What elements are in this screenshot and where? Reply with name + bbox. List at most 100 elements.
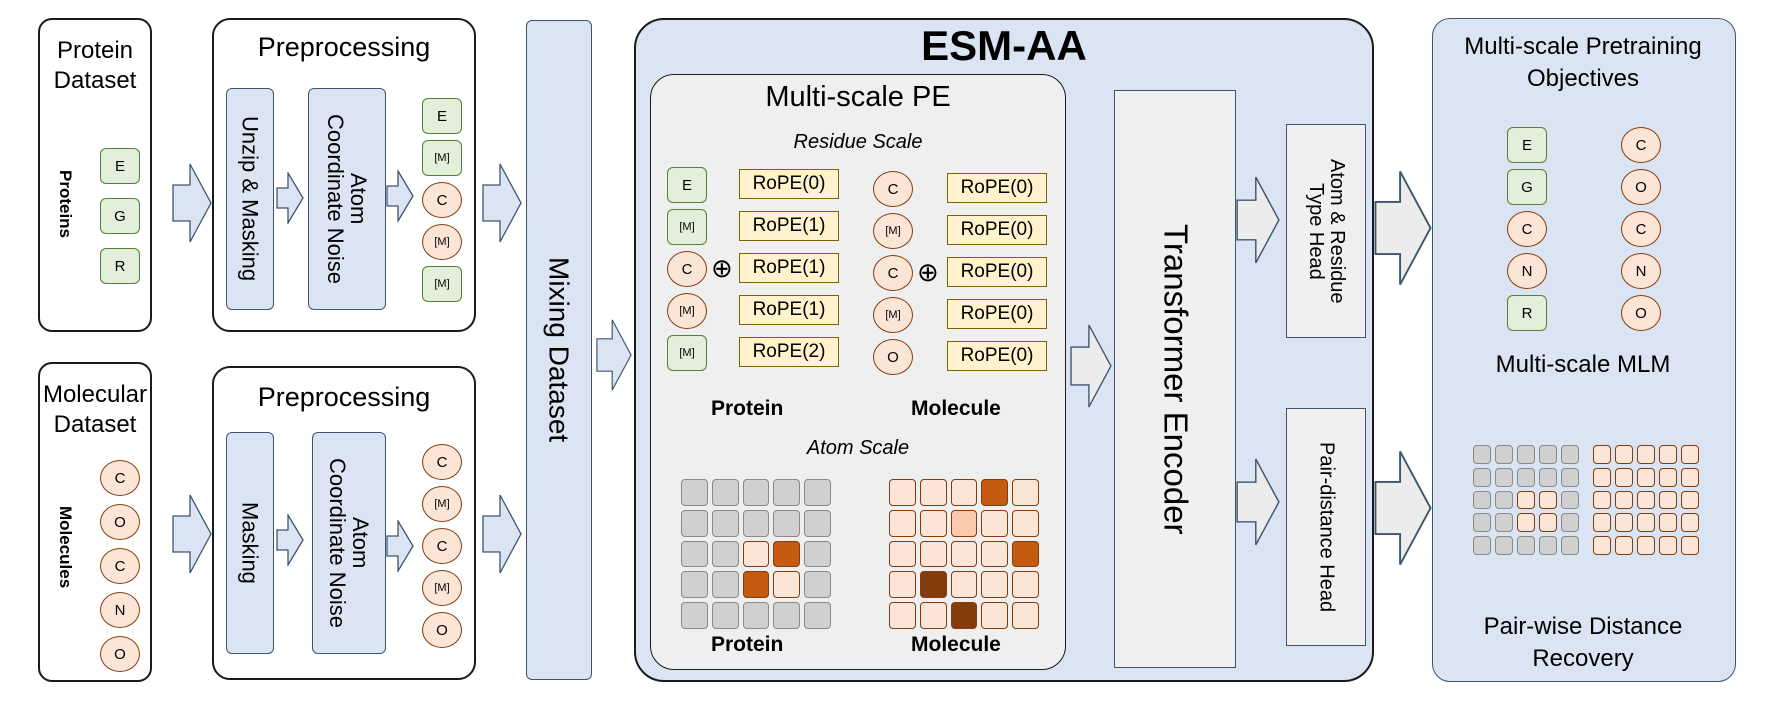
grid-cell bbox=[981, 571, 1009, 599]
grid-cell bbox=[1681, 536, 1699, 555]
grid-cell bbox=[981, 509, 1009, 537]
grid-cell bbox=[1495, 445, 1513, 464]
mlm-token: G bbox=[1507, 169, 1547, 205]
grid-cell bbox=[981, 602, 1009, 629]
grid-cell bbox=[1615, 445, 1633, 464]
atom-grid-protein bbox=[681, 479, 831, 629]
objective-grid-protein bbox=[1473, 445, 1579, 555]
dataset-token: C bbox=[100, 460, 140, 496]
grid-cell bbox=[711, 540, 739, 568]
rope-box: RoPE(0) bbox=[947, 299, 1047, 329]
grid-cell bbox=[1681, 513, 1699, 533]
grid-cell bbox=[1593, 513, 1611, 533]
grid-cell bbox=[889, 509, 916, 537]
grid-cell bbox=[1495, 467, 1513, 487]
grid-cell bbox=[950, 479, 978, 506]
grid-cell bbox=[1473, 513, 1491, 533]
grid-cell bbox=[889, 602, 916, 629]
preprocessed-token: [M] bbox=[422, 486, 462, 522]
mlm-token: N bbox=[1507, 253, 1547, 289]
atom-coordinate-noise-label-molecule: Atom Coordinate Noise bbox=[325, 458, 374, 628]
proteins-side-label: Proteins bbox=[55, 170, 75, 239]
grid-cell bbox=[742, 602, 770, 629]
grid-cell bbox=[1539, 536, 1557, 555]
grid-cell bbox=[1637, 490, 1655, 510]
molecular-dataset-title-line1: Molecular bbox=[42, 381, 148, 408]
esm-aa-panel: ESM-AA Multi-scale PE Residue Scale E [M… bbox=[634, 18, 1374, 682]
residue-token: [M] bbox=[873, 213, 913, 249]
grid-cell bbox=[1561, 490, 1579, 510]
grid-cell bbox=[1615, 536, 1633, 555]
dataset-token: C bbox=[100, 548, 140, 584]
rope-box: RoPE(1) bbox=[739, 253, 839, 283]
atom-label: Atom bbox=[348, 517, 374, 569]
grid-cell bbox=[804, 479, 831, 506]
grid-cell bbox=[742, 479, 770, 506]
grid-cell bbox=[681, 540, 708, 568]
grid-cell bbox=[1517, 490, 1535, 510]
grid-cell bbox=[1561, 513, 1579, 533]
grid-cell bbox=[1561, 445, 1579, 464]
molecular-dataset-title: Molecular Dataset bbox=[40, 380, 150, 440]
grid-cell bbox=[1615, 513, 1633, 533]
rope-box: RoPE(0) bbox=[947, 173, 1047, 203]
distance-line1: Pair-wise Distance bbox=[1483, 613, 1683, 640]
preprocessing-protein-title: Preprocessing bbox=[257, 32, 431, 62]
grid-cell bbox=[1495, 536, 1513, 555]
transformer-encoder-box: Transformer Encoder bbox=[1114, 90, 1236, 668]
grid-cell bbox=[1615, 490, 1633, 510]
grid-cell bbox=[1495, 513, 1513, 533]
grid-cell bbox=[950, 602, 978, 629]
protein-dataset-panel: Protein Dataset Proteins E G R bbox=[38, 18, 152, 332]
residue-token: C bbox=[873, 255, 913, 291]
multi-scale-pe-title: Multi-scale PE bbox=[765, 81, 951, 113]
preprocessed-token: [M] bbox=[422, 140, 462, 176]
grid-cell bbox=[711, 602, 739, 629]
grid-cell bbox=[1539, 513, 1557, 533]
grid-cell bbox=[1593, 467, 1611, 487]
molecular-dataset-title-line2: Dataset bbox=[53, 411, 137, 438]
grid-cell bbox=[773, 479, 801, 506]
grid-cell bbox=[681, 509, 708, 537]
grid-cell bbox=[950, 540, 978, 568]
grid-cell bbox=[1561, 536, 1579, 555]
atom-protein-label: Protein bbox=[711, 633, 784, 656]
arrow-icon bbox=[482, 163, 522, 243]
grid-cell bbox=[773, 571, 801, 599]
mixing-dataset-box: Mixing Dataset bbox=[526, 20, 592, 680]
preprocessed-token: C bbox=[422, 182, 462, 218]
multi-scale-pe-panel: Multi-scale PE Residue Scale E [M] C [M]… bbox=[650, 74, 1066, 670]
grid-cell bbox=[1637, 513, 1655, 533]
rope-box: RoPE(1) bbox=[739, 211, 839, 241]
grid-cell bbox=[1473, 536, 1491, 555]
grid-cell bbox=[1681, 490, 1699, 510]
residue-protein-label: Protein bbox=[711, 397, 784, 420]
atom-grid-molecule bbox=[889, 479, 1039, 629]
atom-coordinate-noise-box-molecule: Atom Coordinate Noise bbox=[312, 432, 386, 654]
grid-cell bbox=[1517, 536, 1535, 555]
grid-cell bbox=[1681, 467, 1699, 487]
grid-cell bbox=[681, 571, 708, 599]
arrow-icon bbox=[1374, 170, 1432, 286]
preprocessing-protein-panel: Preprocessing Unzip & Masking Atom Coord… bbox=[212, 18, 476, 332]
grid-cell bbox=[950, 509, 978, 537]
rope-box: RoPE(1) bbox=[739, 295, 839, 325]
pair-distance-head-label: Pair-distance Head bbox=[1315, 441, 1338, 613]
grid-cell bbox=[1012, 509, 1039, 537]
grid-cell bbox=[773, 602, 801, 629]
atom-coordinate-noise-label: Atom Coordinate Noise bbox=[323, 114, 371, 284]
grid-cell bbox=[742, 509, 770, 537]
rope-box: RoPE(0) bbox=[947, 215, 1047, 245]
grid-cell bbox=[1539, 467, 1557, 487]
objectives-title-line1: Multi-scale Pretraining bbox=[1464, 33, 1702, 60]
atom-residue-type-head-label: Atom & Residue Type Head bbox=[1305, 159, 1348, 304]
protein-dataset-title-line1: Protein bbox=[56, 37, 134, 64]
grid-cell bbox=[804, 509, 831, 537]
preprocessing-molecule-panel: Preprocessing Masking Atom Coordinate No… bbox=[212, 366, 476, 680]
preprocessing-molecule-title: Preprocessing bbox=[257, 382, 431, 412]
mixing-dataset-label: Mixing Dataset bbox=[543, 257, 575, 443]
residue-token: C bbox=[667, 251, 707, 287]
preprocessed-token: O bbox=[422, 612, 462, 648]
grid-cell bbox=[1615, 467, 1633, 487]
objectives-title: Multi-scale Pretraining Objectives bbox=[1433, 31, 1733, 95]
